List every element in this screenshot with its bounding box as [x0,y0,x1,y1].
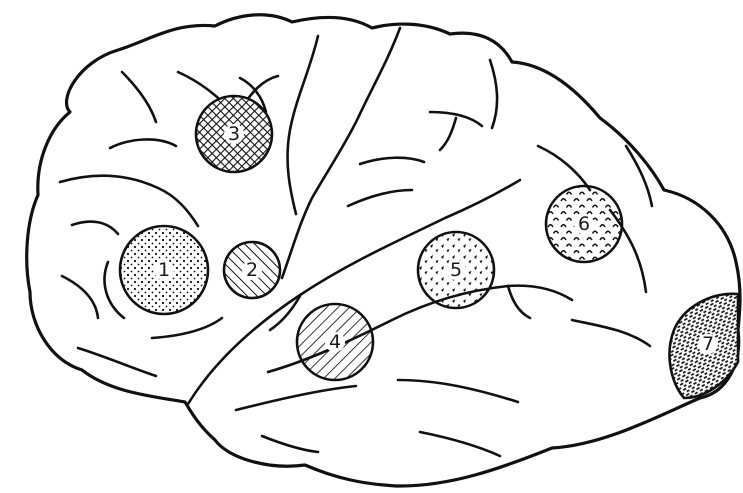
region-6-label: 6 [578,213,590,235]
region-3-label: 3 [228,123,240,145]
region-2-label: 2 [246,259,258,281]
region-1-label: 1 [158,259,170,281]
region-3: 3 [196,96,272,172]
region-4: 4 [297,304,373,380]
region-5-label: 5 [450,259,462,281]
region-1: 1 [120,226,208,314]
region-4-label: 4 [329,331,341,353]
region-2: 2 [224,242,280,298]
region-5: 5 [418,232,494,308]
region-6: 6 [546,186,622,262]
region-7-label: 7 [702,333,714,355]
